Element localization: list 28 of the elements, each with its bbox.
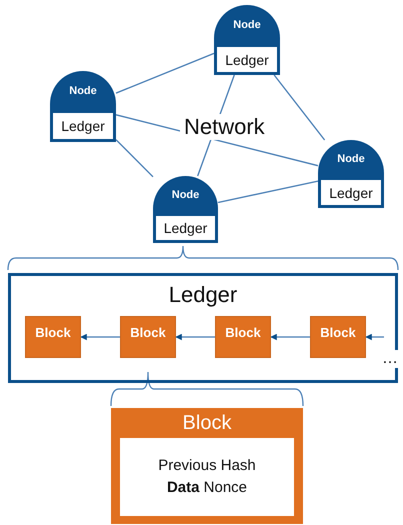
- connector-line: [116, 52, 214, 94]
- node-label: Node: [337, 152, 365, 164]
- node-dome: Node: [318, 140, 384, 177]
- node-dome: Node: [153, 176, 218, 213]
- node-label: Node: [69, 84, 97, 96]
- ledger-box: Ledger: [214, 44, 280, 75]
- block-box: Block: [215, 316, 271, 358]
- arrow: [80, 334, 120, 340]
- connector-line: [218, 180, 318, 204]
- ledger-box: Ledger: [318, 177, 384, 208]
- node-label: Node: [172, 188, 200, 200]
- block-box: Block: [25, 316, 81, 358]
- panel-title: Block: [182, 412, 232, 435]
- node-dome: Node: [50, 71, 116, 110]
- panel-title: Ledger: [168, 282, 238, 308]
- arrow: [365, 334, 384, 340]
- ledger-panel: [8, 273, 398, 383]
- block-box: Block: [120, 316, 176, 358]
- node-dome: Node: [214, 5, 280, 44]
- ledger-box: Ledger: [153, 213, 218, 243]
- ellipsis: …: [382, 350, 398, 368]
- arrow: [270, 334, 310, 340]
- connector-line: [274, 74, 326, 140]
- arrow: [175, 334, 215, 340]
- node-label: Node: [233, 18, 261, 30]
- connector-line: [116, 139, 154, 178]
- block-box: Block: [310, 316, 366, 358]
- ledger-box: Ledger: [50, 110, 116, 142]
